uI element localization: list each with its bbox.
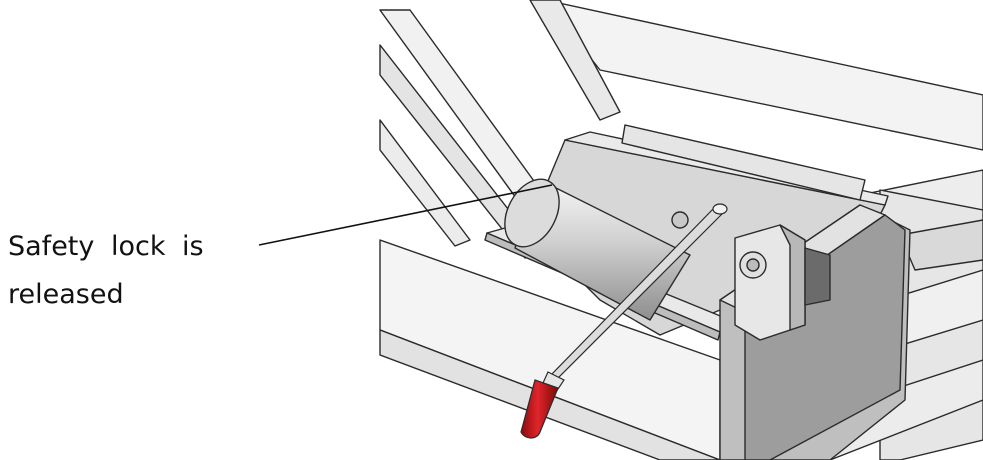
callout-label-line-2: released (8, 279, 124, 310)
callout-label-line-1: Safety lock is (8, 231, 204, 262)
roller-end (504, 178, 560, 248)
left-inclined-beam-face (379, 44, 541, 259)
callout-leader-line (258, 184, 553, 246)
handle-grip (520, 379, 559, 439)
lock-pin (671, 211, 689, 229)
back-rail (544, 0, 983, 151)
top-guide-bar (621, 124, 866, 201)
callout-label: Safety lock is released (8, 223, 258, 319)
release-handle (520, 203, 728, 439)
